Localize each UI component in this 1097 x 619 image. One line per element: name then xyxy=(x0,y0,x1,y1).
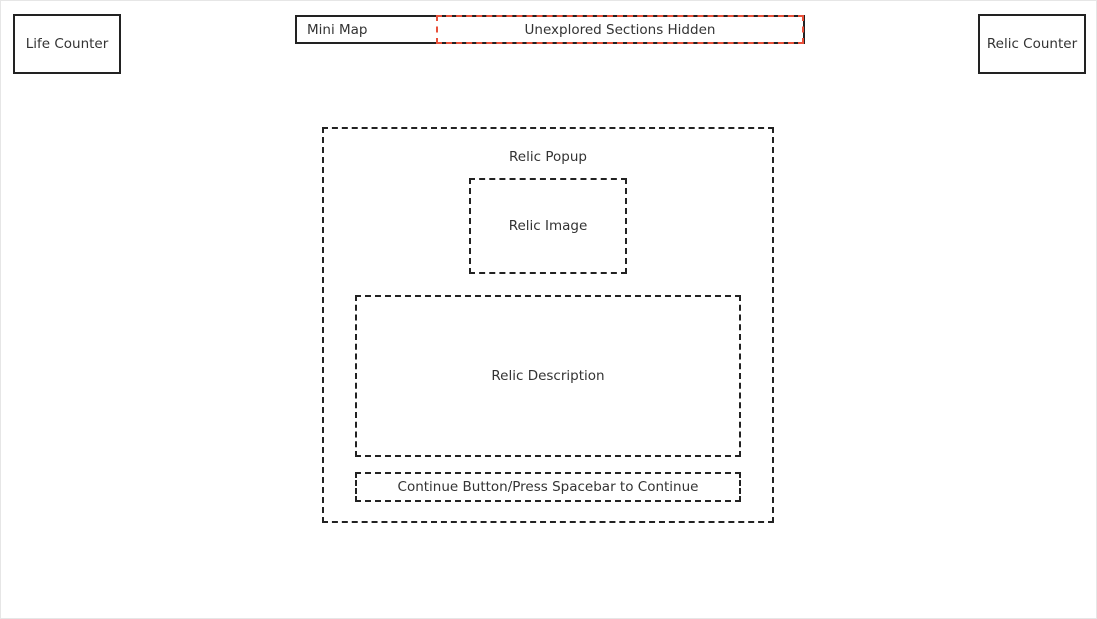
relic-popup: Relic Popup xyxy=(322,127,774,523)
relic-image: Relic Image xyxy=(469,178,627,274)
mini-map-label: Mini Map xyxy=(307,21,368,38)
unexplored-sections-label: Unexplored Sections Hidden xyxy=(524,21,716,38)
unexplored-sections-overlay: Unexplored Sections Hidden xyxy=(436,15,804,44)
continue-button[interactable]: Continue Button/Press Spacebar to Contin… xyxy=(355,472,741,502)
life-counter: Life Counter xyxy=(13,14,121,74)
relic-counter-label: Relic Counter xyxy=(986,36,1078,52)
continue-button-label: Continue Button/Press Spacebar to Contin… xyxy=(397,479,699,495)
relic-description: Relic Description xyxy=(355,295,741,457)
relic-description-label: Relic Description xyxy=(491,368,605,384)
relic-counter: Relic Counter xyxy=(978,14,1086,74)
relic-popup-title: Relic Popup xyxy=(509,149,587,165)
life-counter-label: Life Counter xyxy=(25,36,109,52)
relic-image-label: Relic Image xyxy=(508,218,588,234)
